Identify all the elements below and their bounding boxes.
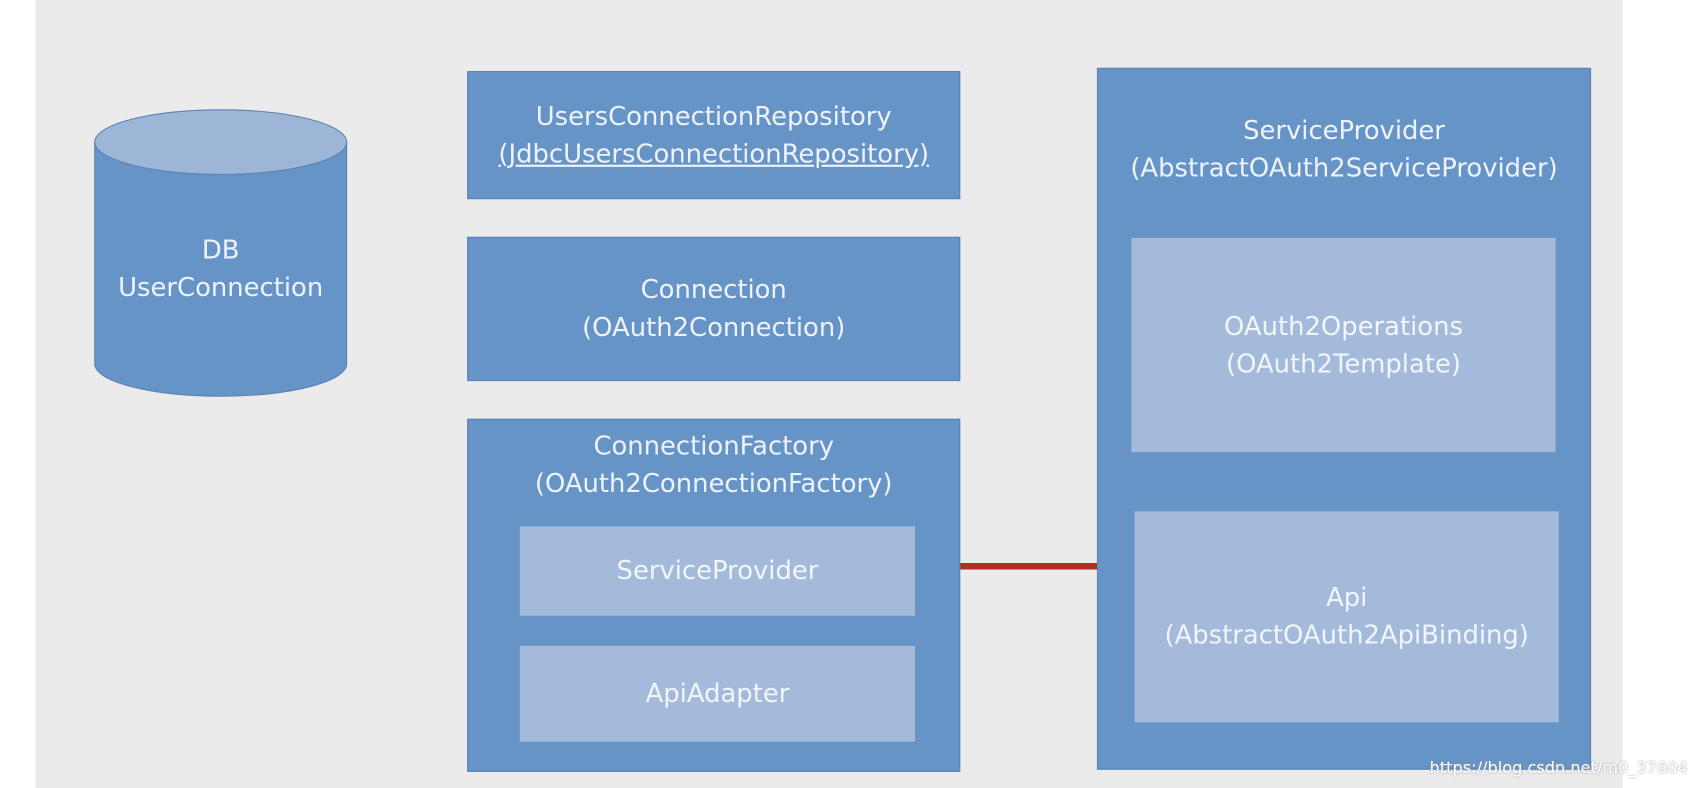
db-label: DB UserConnection — [118, 234, 324, 303]
oauth2-operations-box: OAuth2Operations(OAuth2Template) — [1131, 237, 1556, 453]
api-box: Api(AbstractOAuth2ApiBinding) — [1134, 511, 1559, 723]
watermark: https://blog.csdn.net/m0_37604110 — [1429, 757, 1688, 778]
db-cylinder — [94, 109, 348, 397]
users-connection-repository-box: UsersConnectionRepository(JdbcUsersConne… — [467, 71, 961, 200]
connection-box: Connection(OAuth2Connection) — [467, 236, 961, 382]
factory-service-provider-box: ServiceProvider — [519, 526, 916, 616]
arrow — [932, 554, 1120, 579]
api-adapter-box: ApiAdapter — [519, 645, 916, 742]
